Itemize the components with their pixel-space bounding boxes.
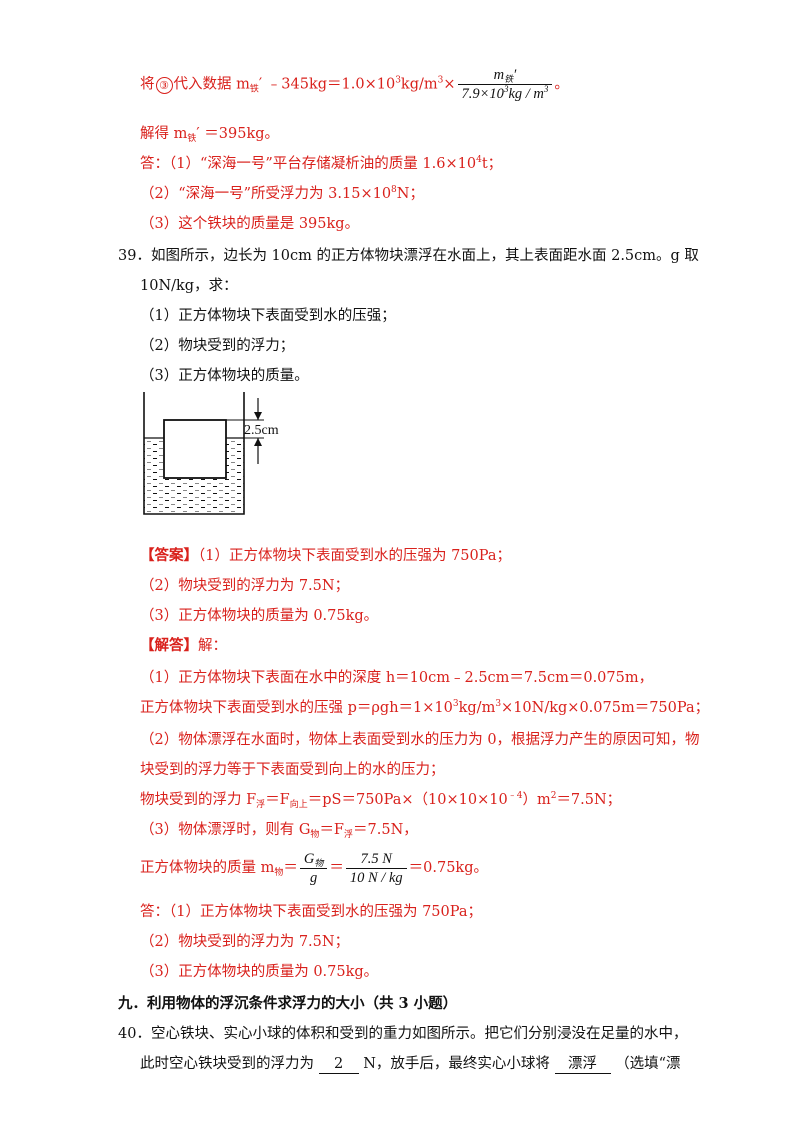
container-outline [143, 392, 245, 515]
cube [163, 419, 227, 479]
solution-line-3: （2）物体漂浮在水面时，物体上表面受到水的压力为 0，根据浮力产生的原因可知，物 [140, 732, 700, 748]
q39-part-2: （2）物块受到的浮力； [140, 338, 295, 354]
solution-heading: 【解答】解： [140, 637, 227, 654]
answer-line-3: （3）正方体物块的质量为 0.75kg。 [140, 608, 379, 624]
floating-cube-figure: 2.5cm [143, 392, 279, 515]
q40-stem-1: 40．空心铁块、实心小球的体积和受到的重力如图所示。把它们分别浸没在足量的水中， [118, 1026, 688, 1042]
dimension-label: 2.5cm [244, 423, 279, 438]
final-answer-2: （2）物块受到的浮力为 7.5N； [140, 934, 350, 950]
q39-stem-1: 39．如图所示，边长为 10cm 的正方体物块漂浮在水面上，其上表面距水面 2.… [118, 248, 699, 264]
answer-blank-1: 2 [318, 1055, 359, 1074]
q39-part-3: （3）正方体物块的质量。 [140, 368, 309, 384]
q39-part-1: （1）正方体物块下表面受到水的压强； [140, 308, 396, 324]
circled-number: ③ [155, 76, 173, 94]
q39-stem-2: 10N/kg，求： [140, 278, 238, 294]
answer-2-line: （2）“深海一号”所受浮力为 3.15×108N； [140, 185, 424, 203]
q40-stem-2: 此时空心铁块受到的浮力为 2 N，放手后，最终实心小球将 漂浮 （选填“漂 [140, 1055, 681, 1074]
answer-line-1: 【答案】（1）正方体物块下表面受到水的压强为 750Pa； [140, 547, 512, 564]
solution-line-6: （3）物体漂浮时，则有 G物＝F浮＝7.5N， [140, 822, 418, 840]
iron-mass-result: 解得 m铁′ ＝395kg。 [140, 126, 280, 144]
answer-1-line: 答：（1）“深海一号”平台存储凝析油的质量 1.6×104t； [140, 155, 503, 173]
answer-3-line: （3）这个铁块的质量是 395kg。 [140, 216, 360, 232]
answer-tag: 【答案】 [140, 547, 198, 564]
solution-line-2: 正方体物块下表面受到水的压强 p＝ρgh＝1×103kg/m3×10N/kg×0… [140, 699, 710, 717]
answer-blank-2: 漂浮 [554, 1055, 611, 1074]
solution-line-1: （1）正方体物块下表面在水中的深度 h＝10cm﹣2.5cm＝7.5cm＝0.0… [140, 670, 654, 686]
section-heading: 九．利用物体的浮沉条件求浮力的大小（共 3 小题） [118, 995, 458, 1012]
solution-tag: 【解答】 [140, 637, 198, 654]
final-answer-3: （3）正方体物块的质量为 0.75kg。 [140, 964, 379, 980]
solution-line-5: 物块受到的浮力 F浮＝F向上＝pS＝750Pa×（10×10×10﹣4）m2＝7… [140, 791, 622, 810]
answer-line-2: （2）物块受到的浮力为 7.5N； [140, 578, 350, 594]
final-answer-1: 答：（1）正方体物块下表面受到水的压强为 750Pa； [140, 904, 483, 920]
fraction-m-over-density: m铁′7.9×103kg / m3 [457, 66, 553, 103]
solution-line-4: 块受到的浮力等于下表面受到向上的水的压力； [140, 762, 445, 778]
